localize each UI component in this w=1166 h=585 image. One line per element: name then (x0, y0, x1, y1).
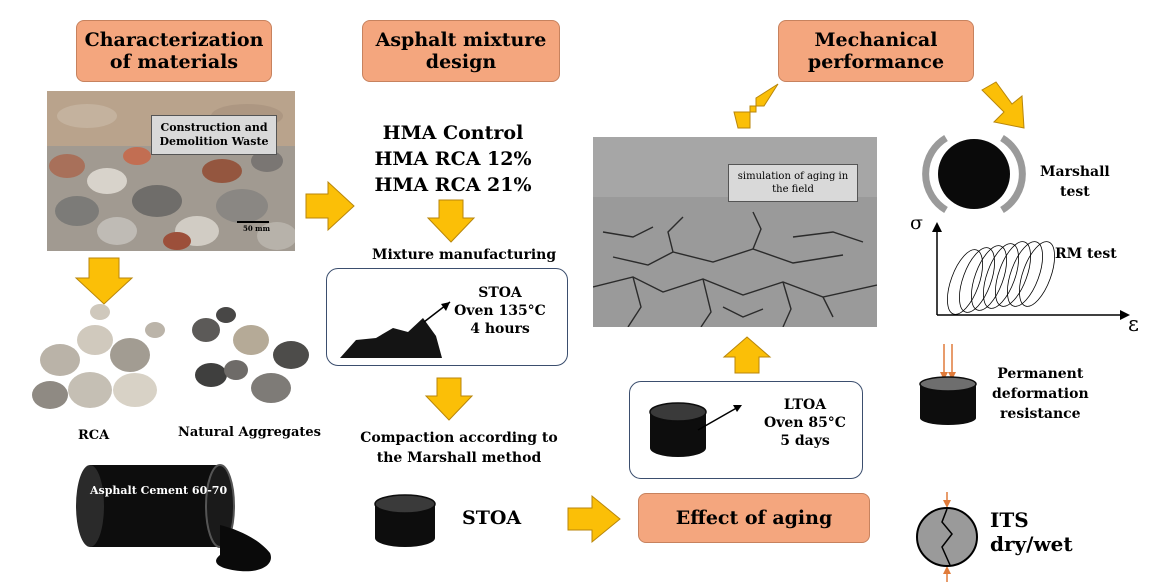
mixture-list: HMA Control HMA RCA 12% HMA RCA 21% (348, 120, 558, 198)
down-arrow-aggregates (74, 257, 134, 305)
cdw-label: Construction and Demolition Waste (151, 115, 277, 155)
its-test-label: ITS dry/wet (990, 508, 1073, 556)
stoa-oven-text: STOA Oven 135°C 4 hours (454, 285, 546, 337)
permanent-deformation-label: Permanent deformation resistance (992, 366, 1089, 422)
right-arrow-to-aging (567, 494, 621, 544)
cdw-photo: Construction and Demolition Waste 50 mm (47, 91, 295, 251)
scale-label: 50 mm (243, 224, 270, 233)
down-arrow-compaction (424, 377, 474, 421)
stoa-sample-label: STOA (462, 507, 522, 529)
rm-sigma-label: σ (910, 212, 923, 234)
right-arrow-to-mixtures (305, 180, 355, 232)
mechanical-performance-header: Mechanical performance (778, 20, 974, 82)
mixture-rca-12: HMA RCA 12% (374, 148, 532, 170)
loose-mixture-pile (340, 301, 451, 358)
permanent-deformation-icon (919, 344, 977, 425)
up-arrow-to-photo (722, 336, 772, 374)
stoa-sample-cylinder (374, 494, 436, 547)
diagonal-arrow-to-mechanical (733, 83, 779, 129)
mixture-design-header: Asphalt mixture design (362, 20, 560, 82)
ltoa-oven-text: LTOA Oven 85°C 5 days (764, 397, 846, 449)
asphalt-cement-drum (76, 464, 271, 572)
rca-label: RCA (78, 428, 110, 443)
natural-aggregates-label: Natural Aggregates (178, 425, 321, 440)
field-aging-label: simulation of aging in the field (728, 164, 858, 202)
down-arrow-manufacturing (426, 199, 476, 243)
rm-test-chart (932, 222, 1130, 320)
diagonal-arrow-to-marshall (981, 81, 1025, 129)
rm-test-label: RM test (1055, 246, 1117, 262)
aged-pavement-photo: simulation of aging in the field (593, 137, 877, 327)
effect-of-aging-header: Effect of aging (638, 493, 870, 543)
marshall-test-icon (922, 135, 1026, 213)
mixture-control: HMA Control (382, 122, 524, 144)
cement-drum-label: Asphalt Cement 60-70 (90, 484, 228, 497)
manufacturing-label: Mixture manufacturing (372, 247, 557, 263)
natural-aggregates-image (192, 307, 309, 403)
rca-aggregates-image (32, 304, 165, 409)
characterization-header: Characterization of materials (76, 20, 272, 82)
its-test-icon (916, 492, 978, 582)
mixture-rca-21: HMA RCA 21% (374, 174, 532, 196)
rm-epsilon-label: ε (1128, 312, 1139, 336)
ltoa-sample-cylinder (649, 402, 742, 457)
compaction-label: Compaction according to the Marshall met… (360, 430, 558, 466)
marshall-test-label: Marshall test (1040, 164, 1110, 200)
